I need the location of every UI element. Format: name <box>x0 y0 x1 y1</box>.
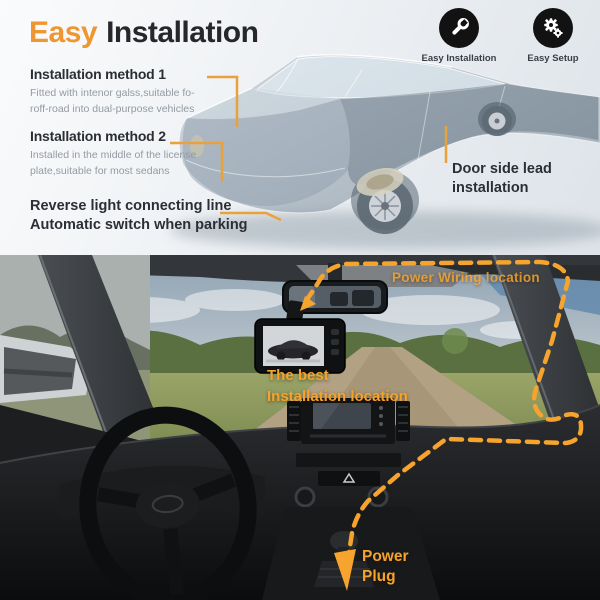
transparent-car-illustration <box>170 54 600 249</box>
badge-label: Easy Installation <box>421 53 497 64</box>
label-power-plug: Power Plug <box>362 548 409 585</box>
callout-heading: Installation method 1 <box>30 66 166 82</box>
steering-wheel <box>79 406 257 600</box>
hazard-button <box>318 471 380 486</box>
callout-reverse-light: Reverse light connecting line Automatic … <box>30 197 248 235</box>
callout-heading-line: Reverse light connecting line <box>30 198 232 214</box>
title-rest: Installation <box>106 16 259 49</box>
feature-badges: Easy Installation <box>418 8 594 64</box>
dashcam-monitor <box>254 300 346 374</box>
pillar-highlight <box>493 255 557 426</box>
car-on-screen <box>266 340 320 363</box>
callout-connector-lines <box>170 75 448 222</box>
label-best-installation-location: The best Installation location <box>267 367 408 405</box>
left-a-pillar <box>38 255 158 445</box>
callout-installation-method-1: Installation method 1 Fitted with inteno… <box>30 66 195 117</box>
wrench-icon <box>439 8 479 48</box>
callout-installation-method-2: Installation method 2 Installed in the m… <box>30 128 196 179</box>
rear-wheel <box>357 178 413 234</box>
taillight <box>190 135 404 197</box>
title-highlight: Easy <box>29 16 98 49</box>
callout-heading-line: Door side lead <box>452 161 552 177</box>
translucent-sedan <box>178 54 600 234</box>
interior-scene <box>0 255 600 600</box>
callout-heading-line: Automatic switch when parking <box>30 217 248 233</box>
climate-knob <box>367 486 389 508</box>
arrowhead-power-plug <box>334 549 356 591</box>
label-power-wiring-location: Power Wiring location <box>392 270 540 285</box>
car-interior-photo: Power Wiring location The best Installat… <box>0 255 600 600</box>
side-mirror <box>0 335 92 403</box>
callout-heading-line: installation <box>452 180 529 196</box>
badge-easy-setup: Easy Setup <box>512 8 594 64</box>
climate-knob <box>294 486 316 508</box>
badge-easy-installation: Easy Installation <box>418 8 500 64</box>
callout-door-side-lead: Door side lead installation <box>452 160 552 198</box>
arrowhead-to-monitor <box>300 296 316 311</box>
front-wheel <box>482 106 512 136</box>
callout-heading: Installation method 2 <box>30 128 166 144</box>
badge-label: Easy Setup <box>527 53 579 64</box>
gears-icon <box>533 8 573 48</box>
pillar-highlight <box>39 255 111 444</box>
callout-body: Fitted with intenor galss,suitable fo-ro… <box>30 87 195 115</box>
wiring-route-dashed-line <box>300 259 584 591</box>
